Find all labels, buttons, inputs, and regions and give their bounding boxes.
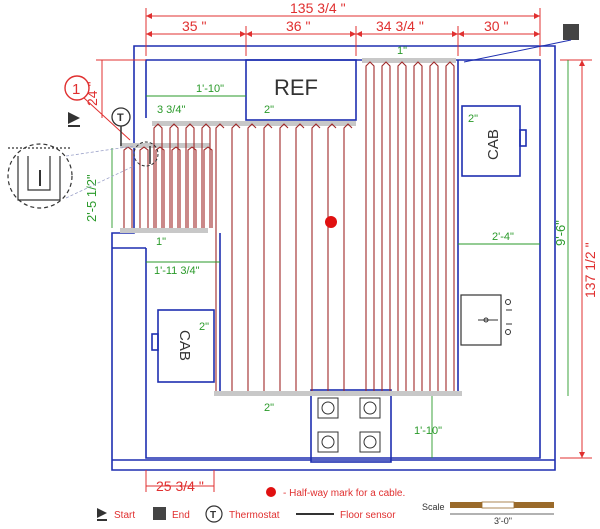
cable-run-ref-left: [153, 123, 211, 228]
inner-wall: [145, 59, 541, 459]
sink-box: [460, 294, 502, 346]
ref-label: REF: [274, 75, 318, 100]
legend-start-text: Start: [114, 510, 135, 521]
detail-leader-b: [65, 165, 135, 199]
legend-halfway-text: - Half-way mark for a cable.: [283, 488, 405, 499]
inner-dim-2-cableft: 2": [199, 321, 209, 333]
legend-halfway-dot: [266, 487, 276, 497]
inner-dim-1-topright: 1": [397, 45, 407, 57]
callout-leader: [83, 97, 131, 141]
mat-top-ref: [152, 121, 356, 126]
legend-end-icon: [153, 507, 166, 520]
scale-bar-c: [514, 502, 554, 508]
legend-sensor-text: Floor sensor: [340, 510, 396, 521]
inner-dim-1-11-3-4: 1'-11 3/4": [154, 265, 200, 277]
cable-runs: [123, 61, 455, 391]
stove-box: [310, 389, 392, 463]
legend-thermostat-text: Thermostat: [229, 510, 280, 521]
dim-right-total: 137 1/2 ": [582, 242, 598, 298]
dim-seg-34-3-4: 34 3/4 ": [376, 18, 424, 34]
start-arrow-marker: [68, 112, 80, 127]
detail-zoom: [8, 147, 72, 201]
inner-dim-2-ref: 2": [264, 104, 274, 116]
dim-seg-30: 30 ": [484, 18, 508, 34]
mat-strips: [120, 58, 462, 396]
inner-dim-2-bottom: 2": [264, 402, 274, 414]
ref-alcove: [245, 59, 357, 121]
halfway-mark: [325, 216, 337, 228]
legend-start-icon: [97, 508, 107, 518]
inner-dim-lines: [111, 60, 569, 458]
inner-dim-3-3-4: 3 3/4": [157, 104, 185, 116]
mat-bottom: [214, 391, 462, 396]
top-dimensions: [96, 8, 592, 492]
end-leader: [463, 39, 572, 63]
scale-bar-b: [481, 501, 515, 509]
legend: - Half-way mark for a cable. Start End T…: [97, 487, 554, 526]
mat-top-right: [362, 58, 456, 63]
inner-dim-2-4: 2'-4": [492, 231, 514, 243]
inner-dim-9-6: 9'-6": [553, 220, 568, 246]
legend-thermostat-letter: T: [210, 510, 216, 521]
scale-bar-a: [450, 502, 482, 508]
end-marker: [563, 24, 579, 40]
scale-label: Scale: [422, 502, 445, 512]
dim-arrows: [146, 13, 585, 458]
dim-seg-35: 35 ": [182, 18, 206, 34]
callout-1-number: 1: [72, 81, 80, 98]
cable-run-right: [365, 61, 455, 391]
inner-dim-1-10-bottom: 1'-10": [414, 425, 442, 437]
cabinet-right-handle: [519, 129, 527, 147]
mat-left-step: [120, 143, 210, 148]
detail-small-circle: [133, 141, 159, 167]
inner-dim-2-5-half: 2'-5 1/2": [84, 174, 99, 222]
detail-leader-a: [65, 145, 135, 157]
legend-end-text: End: [172, 510, 190, 521]
cable-run-left: [123, 146, 213, 228]
cable-run-main: [215, 123, 353, 391]
dim-seg-36: 36 ": [286, 18, 310, 34]
mat-left-bottom: [120, 228, 208, 233]
scale-length: 3'-0": [494, 516, 512, 526]
inner-dim-1-10-top: 1'-10": [196, 83, 224, 95]
callout-1-circle: [64, 75, 90, 101]
inner-dim-2-cabright: 2": [468, 113, 478, 125]
cab-right-label: CAB: [485, 129, 502, 160]
dim-top-total: 135 3/4 ": [290, 0, 346, 16]
dim-bottom-25-3-4: 25 3/4 ": [156, 478, 204, 494]
thermostat-letter: T: [117, 112, 124, 124]
legend-thermostat-icon: [205, 505, 223, 523]
cab-left-label: CAB: [176, 330, 193, 361]
sink-fixture: [478, 299, 512, 335]
inner-dim-1-left: 1": [156, 236, 166, 248]
cabinet-left-handle: [151, 333, 159, 351]
stove-burners: [317, 397, 381, 453]
